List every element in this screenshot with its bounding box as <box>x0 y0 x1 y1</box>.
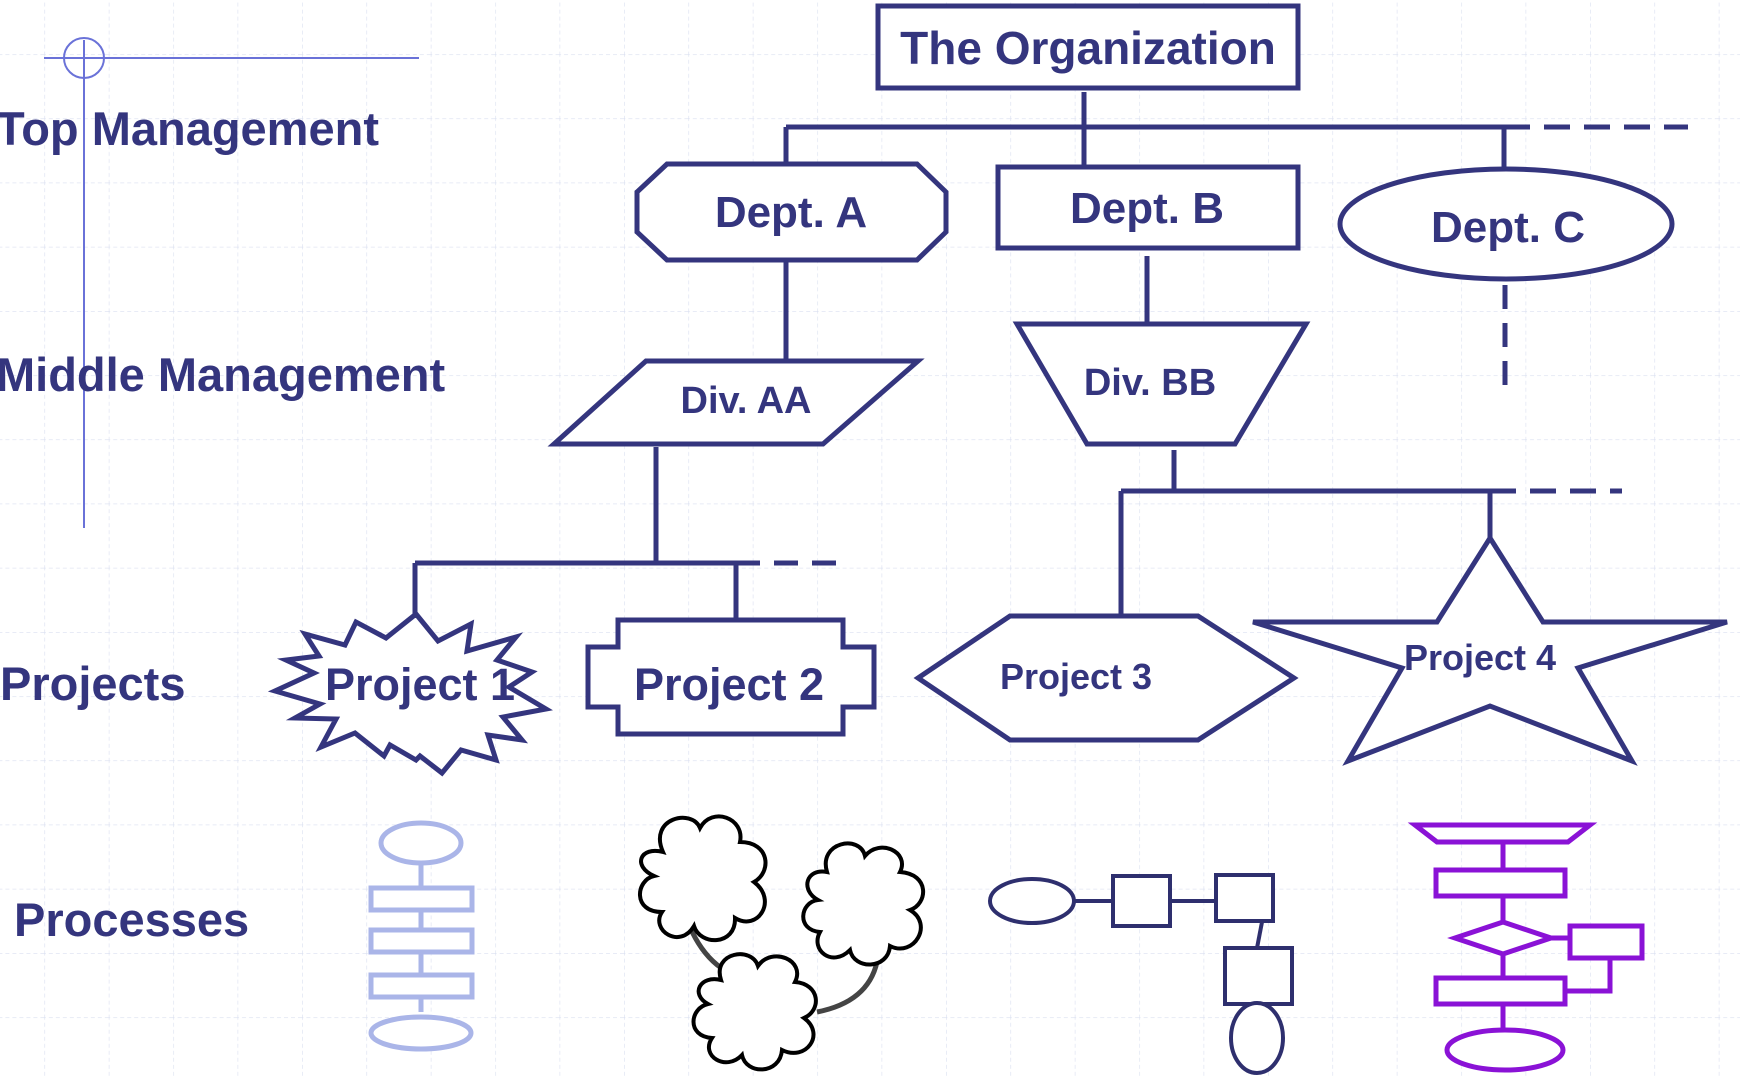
project-2-plaque <box>585 617 877 737</box>
dept-b-box <box>995 164 1301 251</box>
process-3-flowchart <box>988 873 1294 1075</box>
organization-label: The Organization <box>900 22 1276 74</box>
guide-lines <box>44 37 419 528</box>
div-aa-label: Div. AA <box>681 380 812 422</box>
project-3-hexagon <box>913 613 1299 743</box>
project-4-star <box>1252 533 1728 766</box>
connectors <box>412 92 1688 620</box>
organization-box <box>875 3 1301 91</box>
div-aa-parallelogram <box>547 358 925 447</box>
div-bb-label: Div. BB <box>1084 362 1216 404</box>
dept-c-label: Dept. C <box>1431 203 1585 252</box>
dept-a-shape <box>634 161 949 263</box>
div-bb-trapezoid <box>1012 321 1311 447</box>
dept-b-label: Dept. B <box>1070 184 1224 233</box>
level-top-management: Top Management <box>0 102 379 155</box>
level-middle-management: Middle Management <box>0 348 446 401</box>
level-projects: Projects <box>0 657 185 710</box>
project-3-label: Project 3 <box>1000 656 1152 697</box>
project-4-label: Project 4 <box>1404 637 1556 678</box>
dept-a-label: Dept. A <box>715 188 867 237</box>
project-1-explosion <box>267 610 553 777</box>
project-1-label: Project 1 <box>325 659 515 710</box>
project-2-label: Project 2 <box>634 659 824 710</box>
process-4-flowchart <box>1407 822 1645 1073</box>
process-1-flowchart <box>368 820 475 1052</box>
process-2-clouds <box>638 814 926 1072</box>
level-processes: Processes <box>14 893 249 946</box>
dept-c-ellipse <box>1337 166 1675 282</box>
